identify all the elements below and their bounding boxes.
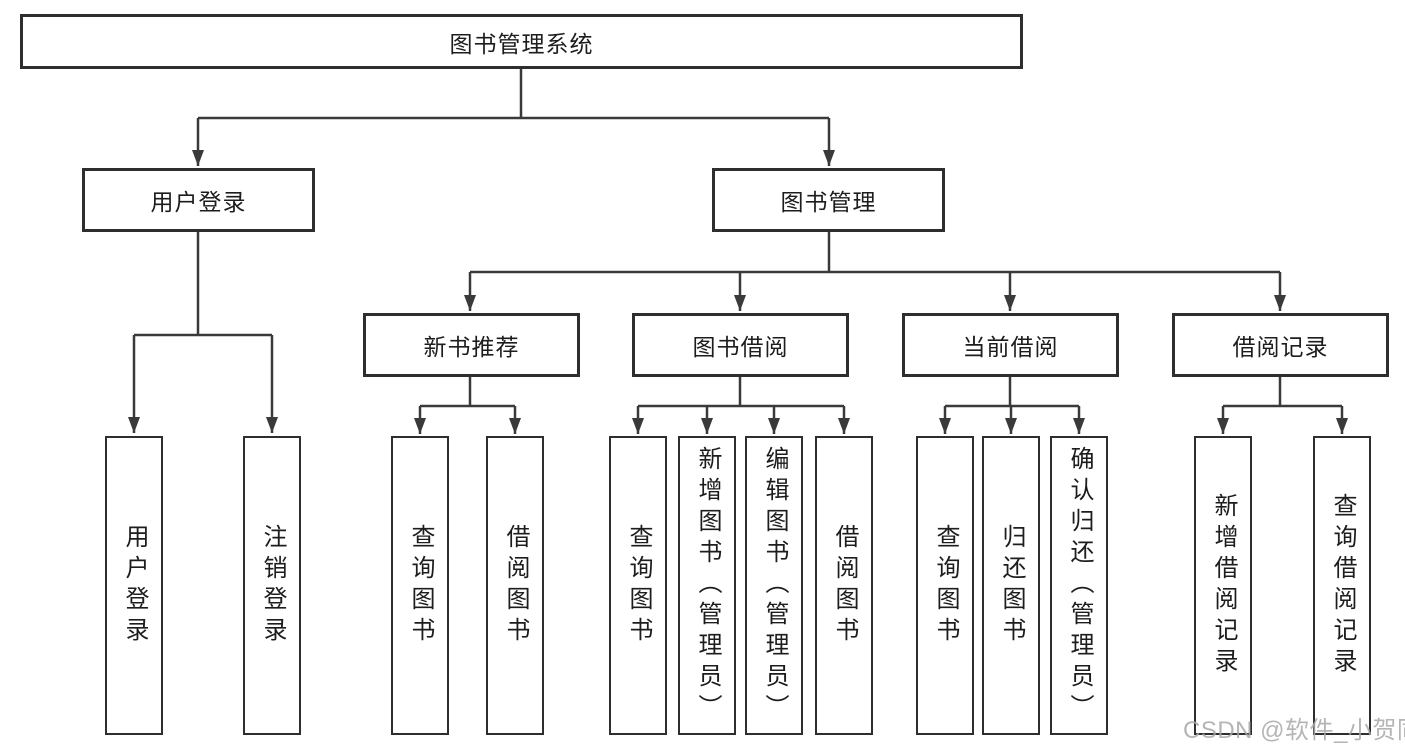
- node-leaf-add-books-admin: 新增图书（管理员）: [678, 436, 736, 735]
- node-leaf-logout: 注销登录: [243, 436, 301, 735]
- node-label: 新增图书（管理员）: [694, 446, 721, 725]
- node-leaf-borrow-books: 借阅图书: [815, 436, 873, 735]
- node-new-book-recommend: 新书推荐: [363, 313, 580, 377]
- node-label: 新书推荐: [423, 334, 520, 360]
- node-leaf-current-query-books: 查询图书: [916, 436, 974, 735]
- node-leaf-recommend-borrow-books: 借阅图书: [486, 436, 544, 735]
- node-label: 确认归还（管理员）: [1066, 446, 1093, 725]
- node-label: 查询图书: [625, 523, 652, 648]
- node-leaf-user-login: 用户登录: [105, 436, 163, 735]
- node-label: 借阅记录: [1232, 334, 1329, 360]
- node-label: 查询图书: [407, 523, 434, 648]
- node-leaf-query-borrow-record: 查询借阅记录: [1313, 436, 1371, 735]
- node-label: 借阅图书: [502, 523, 529, 648]
- node-label: 编辑图书（管理员）: [761, 446, 788, 725]
- node-label: 用户登录: [150, 189, 247, 215]
- node-current-borrow: 当前借阅: [902, 313, 1119, 377]
- node-leaf-borrow-query-books: 查询图书: [609, 436, 667, 735]
- node-book-management: 图书管理: [712, 168, 945, 232]
- node-user-login: 用户登录: [82, 168, 315, 232]
- node-label: 查询借阅记录: [1329, 492, 1356, 679]
- node-label: 图书管理: [780, 189, 877, 215]
- node-label: 归还图书: [998, 523, 1025, 648]
- node-leaf-return-books: 归还图书: [982, 436, 1040, 735]
- node-label: 图书管理系统: [449, 30, 594, 57]
- node-label: 查询图书: [932, 523, 959, 648]
- node-label: 注销登录: [259, 523, 286, 648]
- node-leaf-edit-books-admin: 编辑图书（管理员）: [745, 436, 803, 735]
- node-label: 新增借阅记录: [1210, 492, 1237, 679]
- node-leaf-confirm-return-admin: 确认归还（管理员）: [1050, 436, 1108, 735]
- node-leaf-recommend-query-books: 查询图书: [391, 436, 449, 735]
- node-borrow-record: 借阅记录: [1172, 313, 1389, 377]
- node-label: 用户登录: [121, 523, 148, 648]
- node-book-borrow: 图书借阅: [632, 313, 849, 377]
- node-label: 图书借阅: [692, 334, 789, 360]
- node-label: 借阅图书: [831, 523, 858, 648]
- node-leaf-add-borrow-record: 新增借阅记录: [1194, 436, 1252, 735]
- node-label: 当前借阅: [962, 334, 1059, 360]
- node-root-library-system: 图书管理系统: [20, 14, 1023, 69]
- csdn-watermark: CSDN @软件_小贺同学: [1183, 717, 1405, 744]
